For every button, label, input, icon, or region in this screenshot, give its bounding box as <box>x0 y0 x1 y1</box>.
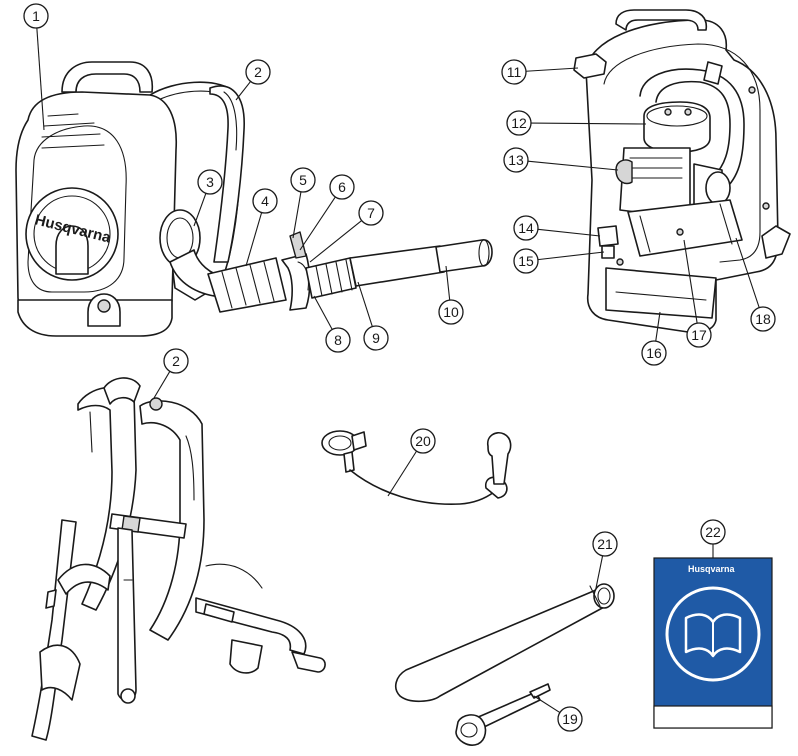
callout-circle-21 <box>592 531 618 557</box>
callout-circle-18 <box>750 306 776 332</box>
callout-circle-19 <box>557 706 583 732</box>
combination-tool <box>455 683 551 746</box>
callout-leader-6 <box>299 196 336 251</box>
callout-number-21: 21 <box>597 536 613 552</box>
callout-number-12: 12 <box>511 115 527 131</box>
callout-leader-7 <box>309 220 362 263</box>
callout-number-5: 5 <box>299 172 307 188</box>
callout-number-4: 4 <box>261 193 269 209</box>
callout-leader-21 <box>595 555 604 589</box>
callout-number-19: 19 <box>562 711 578 727</box>
callout-leader-17 <box>683 239 698 324</box>
manual-brand-logo: Husqvarna <box>688 564 736 574</box>
callout-number-8: 8 <box>334 332 342 348</box>
callout-number-3: 3 <box>206 174 214 190</box>
callout-circle-3 <box>197 169 223 195</box>
callout-number-2: 2 <box>254 64 262 80</box>
callout-circle-17 <box>686 322 712 348</box>
callout-circle-20 <box>410 428 436 454</box>
flat-nozzle <box>394 583 615 703</box>
callout-number-9: 9 <box>372 330 380 346</box>
callout-leader-3 <box>193 193 207 227</box>
callout-circle-2 <box>245 59 271 85</box>
callout-number-15: 15 <box>518 253 534 269</box>
callout-leader-9 <box>357 281 373 327</box>
callout-circle-14 <box>513 215 539 241</box>
callout-leader-4 <box>245 212 263 267</box>
callout-number-10: 10 <box>443 304 459 320</box>
callout-leader-15 <box>537 251 605 261</box>
callout-number-6: 6 <box>338 179 346 195</box>
callout-circle-1 <box>23 3 49 29</box>
callout-leader-11 <box>525 67 579 72</box>
callout-circle-8 <box>325 327 351 353</box>
callout-leader-20 <box>387 450 418 497</box>
callout-number-22: 22 <box>705 524 721 540</box>
callout-leader-2b <box>153 371 171 399</box>
callout-circle-15 <box>513 248 539 274</box>
callout-circle-10 <box>438 299 464 325</box>
callout-number-14: 14 <box>518 220 534 236</box>
callout-leader-10 <box>445 265 451 301</box>
callout-circle-9 <box>363 325 389 351</box>
blower-unit: Husqvarna <box>15 61 493 337</box>
callout-number-16: 16 <box>646 345 662 361</box>
callout-circle-11 <box>501 59 527 85</box>
callout-leader-19 <box>533 695 561 714</box>
harness <box>31 377 326 741</box>
callout-circle-13 <box>503 147 529 173</box>
callout-circle-22 <box>700 519 726 545</box>
callout-number-13: 13 <box>508 152 524 168</box>
callout-number-17: 17 <box>691 327 707 343</box>
callout-number-18: 18 <box>755 311 771 327</box>
callout-circle-16 <box>641 340 667 366</box>
callout-leader-13 <box>527 160 619 171</box>
callout-circle-4 <box>252 188 278 214</box>
callout-number-7: 7 <box>367 205 375 221</box>
callout-number-11: 11 <box>507 64 522 80</box>
blower-interior <box>573 9 791 334</box>
callout-circle-7 <box>358 200 384 226</box>
callout-circle-6 <box>329 174 355 200</box>
callout-leader-12 <box>530 122 647 125</box>
callout-number-20: 20 <box>415 433 431 449</box>
callout-leader-5 <box>292 191 302 239</box>
operator-manual: Husqvarna <box>653 557 773 729</box>
callout-circle-5 <box>290 167 316 193</box>
callout-leader-14 <box>537 228 601 237</box>
throttle-cable <box>321 430 512 505</box>
callout-circle-12 <box>506 110 532 136</box>
callout-number-2b: 2 <box>172 353 180 369</box>
callout-leader-8 <box>313 295 333 330</box>
callout-leader-2 <box>235 81 252 101</box>
callout-leader-18 <box>735 237 760 308</box>
callout-number-1: 1 <box>32 8 40 24</box>
callout-leader-1 <box>36 27 45 131</box>
callout-leader-16 <box>655 311 661 342</box>
callout-circle-2b <box>163 348 189 374</box>
